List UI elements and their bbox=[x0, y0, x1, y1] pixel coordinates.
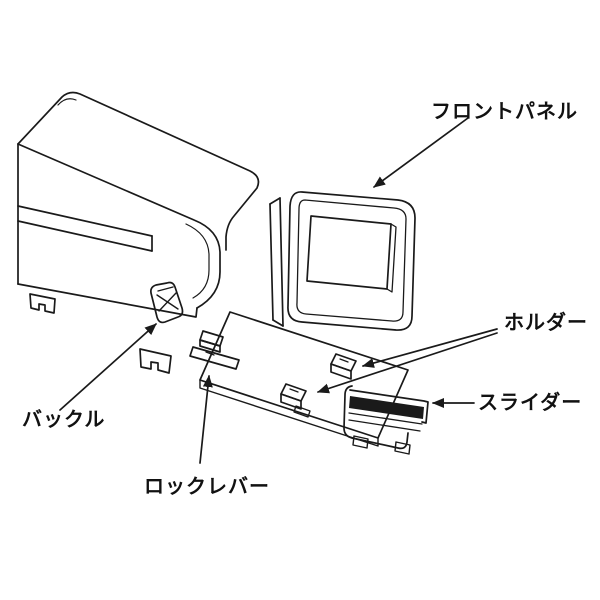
foot-clip-left bbox=[29, 293, 56, 314]
main-unit-part bbox=[17, 91, 260, 318]
arrow-to-buckle bbox=[59, 323, 157, 411]
foot-clip-right bbox=[139, 348, 172, 374]
holder-clip-lower bbox=[280, 383, 307, 410]
holder-clip-upper bbox=[330, 353, 357, 380]
leader-arrows bbox=[59, 117, 498, 464]
front-panel-part bbox=[287, 191, 416, 331]
slider-part bbox=[343, 385, 429, 455]
arrow-to-holder-upper bbox=[362, 328, 498, 368]
circuit-board-part bbox=[199, 311, 409, 447]
lock-lever-part bbox=[189, 330, 240, 370]
arrow-to-lock-lever bbox=[199, 375, 213, 464]
label-front-panel: フロントパネル bbox=[431, 99, 578, 123]
arrow-to-front-panel bbox=[373, 117, 469, 188]
label-lock-lever: ロックレバー bbox=[144, 474, 270, 498]
label-buckle: バックル bbox=[22, 407, 106, 431]
arrow-to-holder-lower bbox=[317, 332, 498, 394]
buckle-part bbox=[150, 281, 184, 324]
label-holder: ホルダー bbox=[504, 310, 588, 334]
hinge-part bbox=[269, 197, 284, 327]
label-slider: スライダー bbox=[478, 390, 583, 414]
